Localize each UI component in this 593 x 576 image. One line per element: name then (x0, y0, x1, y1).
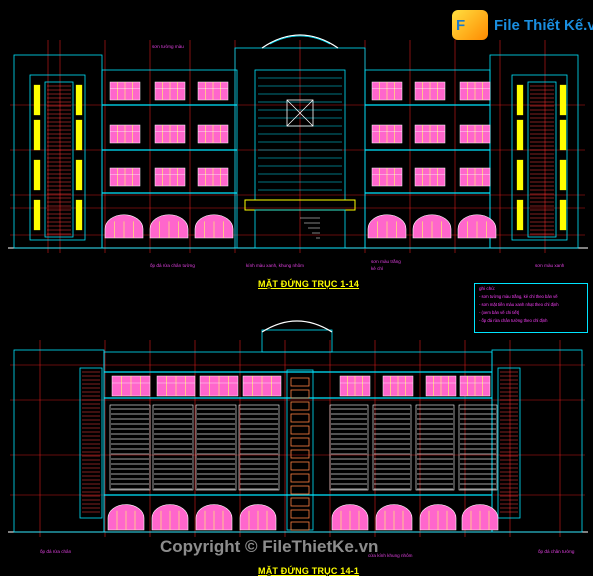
stair-window (290, 449, 310, 459)
facade-strip (75, 199, 83, 231)
louver-panel (195, 404, 237, 491)
legend-line: - (xem bản vẽ chi tiết) (479, 310, 520, 315)
roof-block (261, 329, 333, 353)
annotation: kẻ chỉ (371, 266, 384, 271)
facade-strip (516, 119, 524, 151)
annotation: ốp đá rửa chân (40, 549, 72, 554)
louver-panel (372, 404, 412, 491)
legend-header: ghi chú: (479, 286, 496, 291)
logo: F File Thiết Kế.vn (452, 6, 593, 42)
left-main-block (101, 69, 238, 249)
annotation: ốp đá chân tường (538, 549, 575, 554)
legend-box: ghi chú: - sơn tường màu trắng, kẻ chỉ t… (474, 283, 588, 333)
left-stair-tower (44, 81, 74, 238)
annotation: sơn màu trắng (371, 259, 401, 264)
roof-canopy (261, 34, 339, 49)
legend-line: - ốp đá rửa chân tường theo chỉ định (479, 318, 548, 323)
facade-strip (559, 159, 567, 191)
facade-strip (516, 159, 524, 191)
facade-strip (559, 199, 567, 231)
facade-strip (559, 119, 567, 151)
stair-window (290, 437, 310, 447)
entrance (254, 209, 346, 249)
central-emblem (286, 99, 314, 127)
drawing-title-1: MẶT ĐỨNG TRỤC 1-14 (258, 279, 360, 289)
file-logo-icon (452, 10, 488, 40)
facade-strip (33, 159, 41, 191)
roof-canopy (269, 35, 331, 45)
legend-line: - sơn tường màu trắng, kẻ chỉ theo bản v… (479, 294, 558, 299)
left-side-strip (79, 367, 103, 519)
emblem-line (286, 99, 314, 127)
stair-window (290, 473, 310, 483)
annotation: sơn màu xanh (535, 263, 565, 268)
stair-window (290, 377, 310, 387)
louver-panel (109, 404, 151, 491)
left-wing (13, 54, 103, 249)
stair-window (290, 509, 310, 519)
facade-strip (516, 84, 524, 116)
stair-window (290, 425, 310, 435)
facade-strip (33, 84, 41, 116)
stair-window (290, 521, 310, 531)
right-wing (491, 349, 583, 533)
annotation: cửa kính khung nhôm (368, 553, 413, 558)
right-tower-frame (511, 74, 568, 241)
logo-brand: File Thiết Kế.vn (494, 17, 593, 34)
louver-panel (415, 404, 455, 491)
facade-strip (75, 159, 83, 191)
logo-letter: F (456, 17, 466, 34)
roof-canopy (261, 320, 333, 333)
right-side-strip (497, 367, 521, 519)
annotation: sơn tường màu (152, 44, 184, 49)
stair-window (290, 485, 310, 495)
facade-strip (559, 84, 567, 116)
stair-window (290, 401, 310, 411)
stair-window (290, 497, 310, 507)
facade-strip (516, 199, 524, 231)
louver-panel (329, 404, 369, 491)
stair-window (290, 461, 310, 471)
louver-panel (238, 404, 280, 491)
facade-strip (75, 119, 83, 151)
copyright-watermark: Copyright © FileThietKe.vn (160, 537, 379, 556)
drawing-title-2: MẶT ĐỨNG TRỤC 14-1 (258, 566, 360, 576)
stair-window (290, 389, 310, 399)
louver-panel (152, 404, 194, 491)
facade-strip (33, 119, 41, 151)
stair-window (290, 413, 310, 423)
left-tower-frame (29, 74, 86, 241)
facade-strip (75, 84, 83, 116)
right-stair-tower (527, 81, 557, 238)
annotation: kính màu xanh, khung nhôm (246, 263, 304, 268)
annotation: ốp đá rửa chân tường (150, 263, 195, 268)
legend-line: - sơn mặt tiền màu xanh nhạt theo chỉ đị… (479, 302, 559, 307)
facade-strip (33, 199, 41, 231)
louver-panel (458, 404, 498, 491)
left-wing (13, 349, 105, 533)
